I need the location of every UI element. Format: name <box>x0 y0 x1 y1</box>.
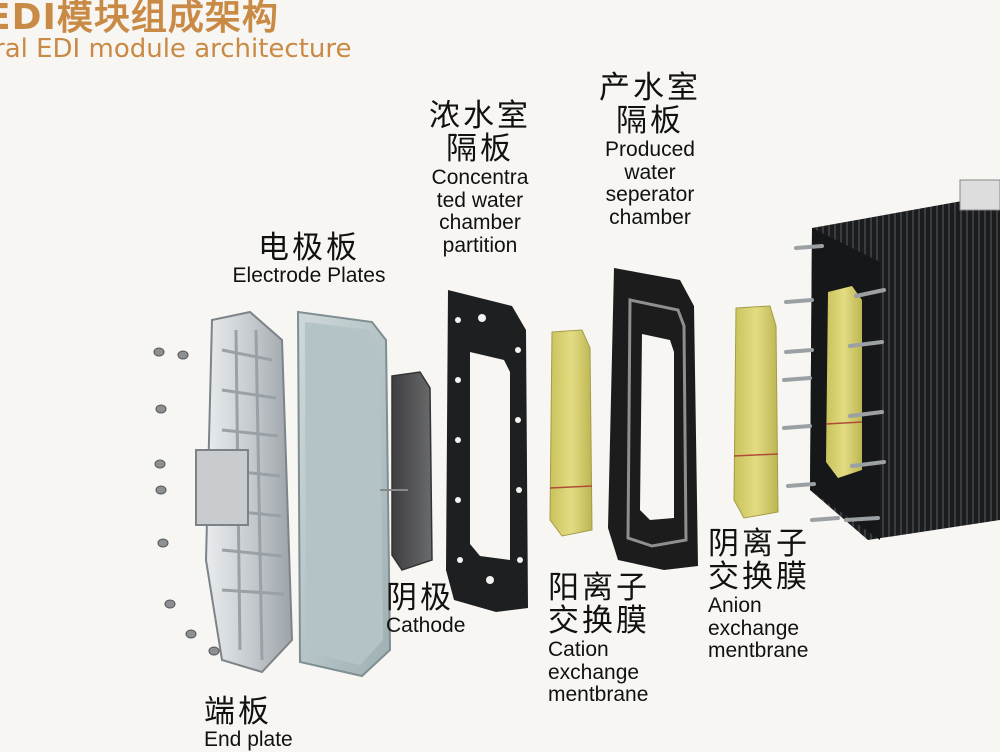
label-cation-en-2: exchange <box>548 660 640 684</box>
label-cation-en-1: Cation <box>548 637 609 661</box>
title-english: ral EDI module architecture <box>0 34 352 64</box>
cation-membrane <box>549 329 593 537</box>
label-cation-membrane: 阳离子 交换膜 Cation exchange mentbrane <box>548 570 678 707</box>
label-electrode-plates-cn: 电极板 <box>258 230 360 266</box>
label-electrode-plates: 电极板 Electrode Plates <box>214 230 404 288</box>
label-anion-en-2: exchange <box>708 616 800 640</box>
label-end-plate-en: End plate <box>204 728 293 752</box>
label-cation-cn2: 交换膜 <box>548 603 650 640</box>
produced-water-gasket <box>608 268 698 570</box>
label-end-plate-cn: 端板 <box>204 694 272 730</box>
title-chinese: EDI模块组成架构 <box>0 0 279 38</box>
label-cathode: 阴极 Cathode <box>386 580 496 638</box>
label-produced-en-1: Produced <box>605 137 695 161</box>
screws <box>153 347 220 656</box>
label-anion-en-1: Anion <box>708 593 762 617</box>
label-produced-en-2: water <box>624 160 676 184</box>
label-produced-cn2: 隔板 <box>616 103 684 140</box>
cathode-plate <box>380 371 433 571</box>
label-concentrate-cn1: 浓水室 <box>429 98 531 134</box>
label-concentrate-cn2: 隔板 <box>446 131 514 168</box>
label-concentrate-en-1: Concentra <box>431 165 529 189</box>
label-concentrate-en-4: partition <box>442 233 518 257</box>
label-produced-en-4: chamber <box>609 205 691 229</box>
label-end-plate: 端板 End plate <box>204 694 324 752</box>
label-concentrate-en-2: ted water <box>436 188 524 212</box>
label-concentrate-en-3: chamber <box>439 211 521 235</box>
concentrate-gasket <box>446 290 528 612</box>
label-cation-cn1: 阳离子 <box>548 570 650 606</box>
label-cathode-cn: 阴极 <box>386 580 454 616</box>
end-plate <box>195 310 294 674</box>
label-produced-water-chamber: 产水室 隔板 Produced water seperator chamber <box>584 70 716 230</box>
label-cathode-en: Cathode <box>386 614 466 638</box>
label-produced-en-3: seperator <box>605 183 695 207</box>
label-concentrate-chamber: 浓水室 隔板 Concentra ted water chamber parti… <box>418 98 542 258</box>
edi-module-stack <box>782 179 1000 540</box>
label-electrode-plates-en: Electrode Plates <box>232 264 386 288</box>
anion-membrane <box>733 305 779 519</box>
label-anion-membrane: 阴离子 交换膜 Anion exchange mentbrane <box>708 526 838 663</box>
label-anion-en-3: mentbrane <box>708 639 809 663</box>
electrode-plate <box>296 310 392 678</box>
label-anion-cn2: 交换膜 <box>708 559 810 596</box>
label-anion-cn1: 阴离子 <box>708 526 810 562</box>
label-produced-cn1: 产水室 <box>599 70 701 106</box>
label-cation-en-3: mentbrane <box>548 683 649 707</box>
